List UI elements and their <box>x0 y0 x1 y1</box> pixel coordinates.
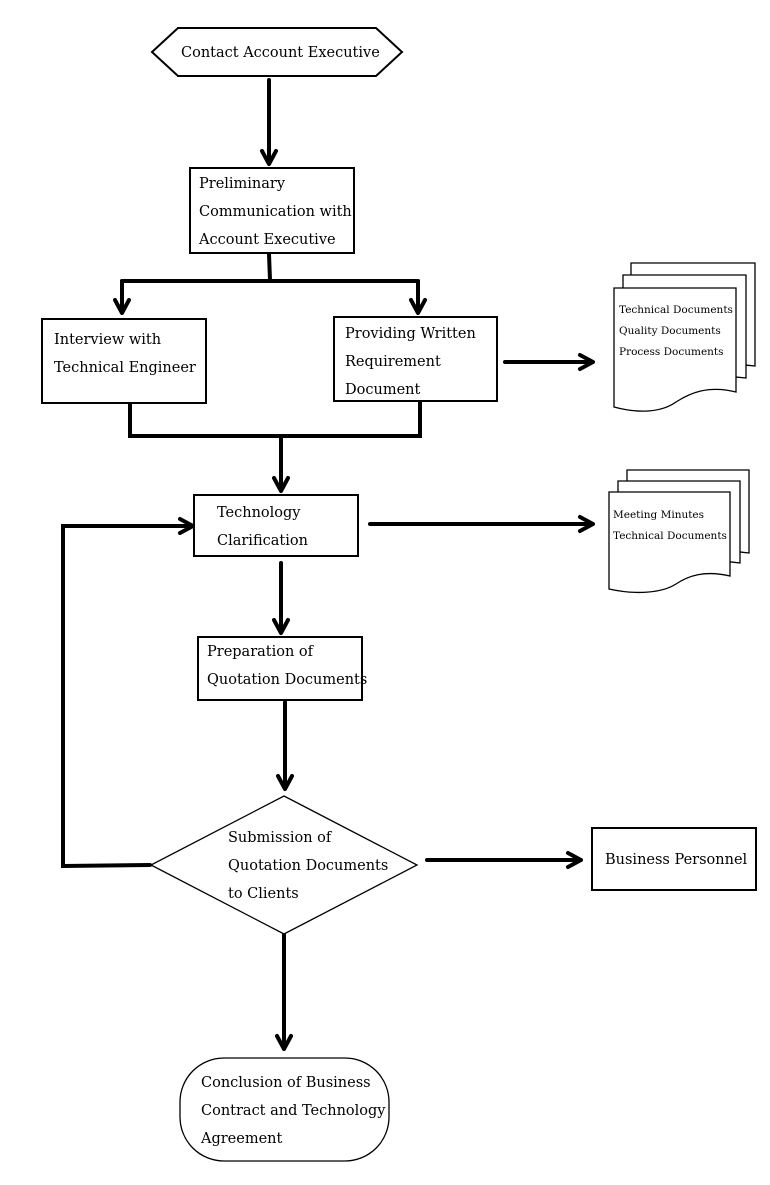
document-label: Technical Documents <box>613 530 727 542</box>
node-written-requirement: Providing Written Requirement Document <box>333 316 498 402</box>
node-interview-technical-engineer: Interview with Technical Engineer <box>41 318 207 404</box>
node-label: Preparation of <box>207 644 315 660</box>
node-conclusion: Conclusion of Business Contract and Tech… <box>179 1057 390 1162</box>
node-label: Clarification <box>217 533 308 549</box>
node-label: Account Executive <box>198 232 336 248</box>
node-preliminary-communication: Preliminary Communication with Account E… <box>189 167 355 254</box>
node-label: Contract and Technology <box>201 1103 386 1119</box>
node-label: Technical Engineer <box>54 360 196 376</box>
node-label: Contact Account Executive <box>181 45 380 61</box>
connector-split <box>120 252 420 283</box>
node-label: Requirement <box>345 354 441 370</box>
node-label: Quotation Documents <box>207 672 367 688</box>
node-quotation-preparation: Preparation of Quotation Documents <box>197 636 367 701</box>
node-label: Quotation Documents <box>228 858 388 874</box>
node-label: to Clients <box>228 886 299 902</box>
node-label: Business Personnel <box>605 852 748 868</box>
node-label: Submission of <box>228 830 333 846</box>
node-submission-decision: Submission of Quotation Documents to Cli… <box>149 795 419 935</box>
connectors <box>61 78 595 1051</box>
document-label: Meeting Minutes <box>613 509 704 521</box>
arrow-feedback-loop <box>61 524 194 869</box>
document-label: Quality Documents <box>619 325 721 337</box>
node-requirement-documents: Technical Documents Quality Documents Pr… <box>613 262 756 412</box>
document-label: Process Documents <box>619 346 724 358</box>
node-label: Providing Written <box>345 326 476 342</box>
node-label: Communication with <box>199 204 352 220</box>
connector-merge <box>128 399 422 438</box>
node-label: Document <box>345 382 420 398</box>
node-technology-clarification: Technology Clarification <box>193 494 359 557</box>
node-contact-account-executive: Contact Account Executive <box>150 27 404 77</box>
node-label: Conclusion of Business <box>201 1075 371 1091</box>
node-label: Agreement <box>200 1131 283 1147</box>
node-label: Technology <box>217 505 301 521</box>
node-clarification-documents: Meeting Minutes Technical Documents <box>608 469 750 594</box>
node-business-personnel: Business Personnel <box>591 827 757 891</box>
node-label: Preliminary <box>199 176 286 192</box>
document-label: Technical Documents <box>619 304 733 316</box>
node-label: Interview with <box>54 332 161 348</box>
